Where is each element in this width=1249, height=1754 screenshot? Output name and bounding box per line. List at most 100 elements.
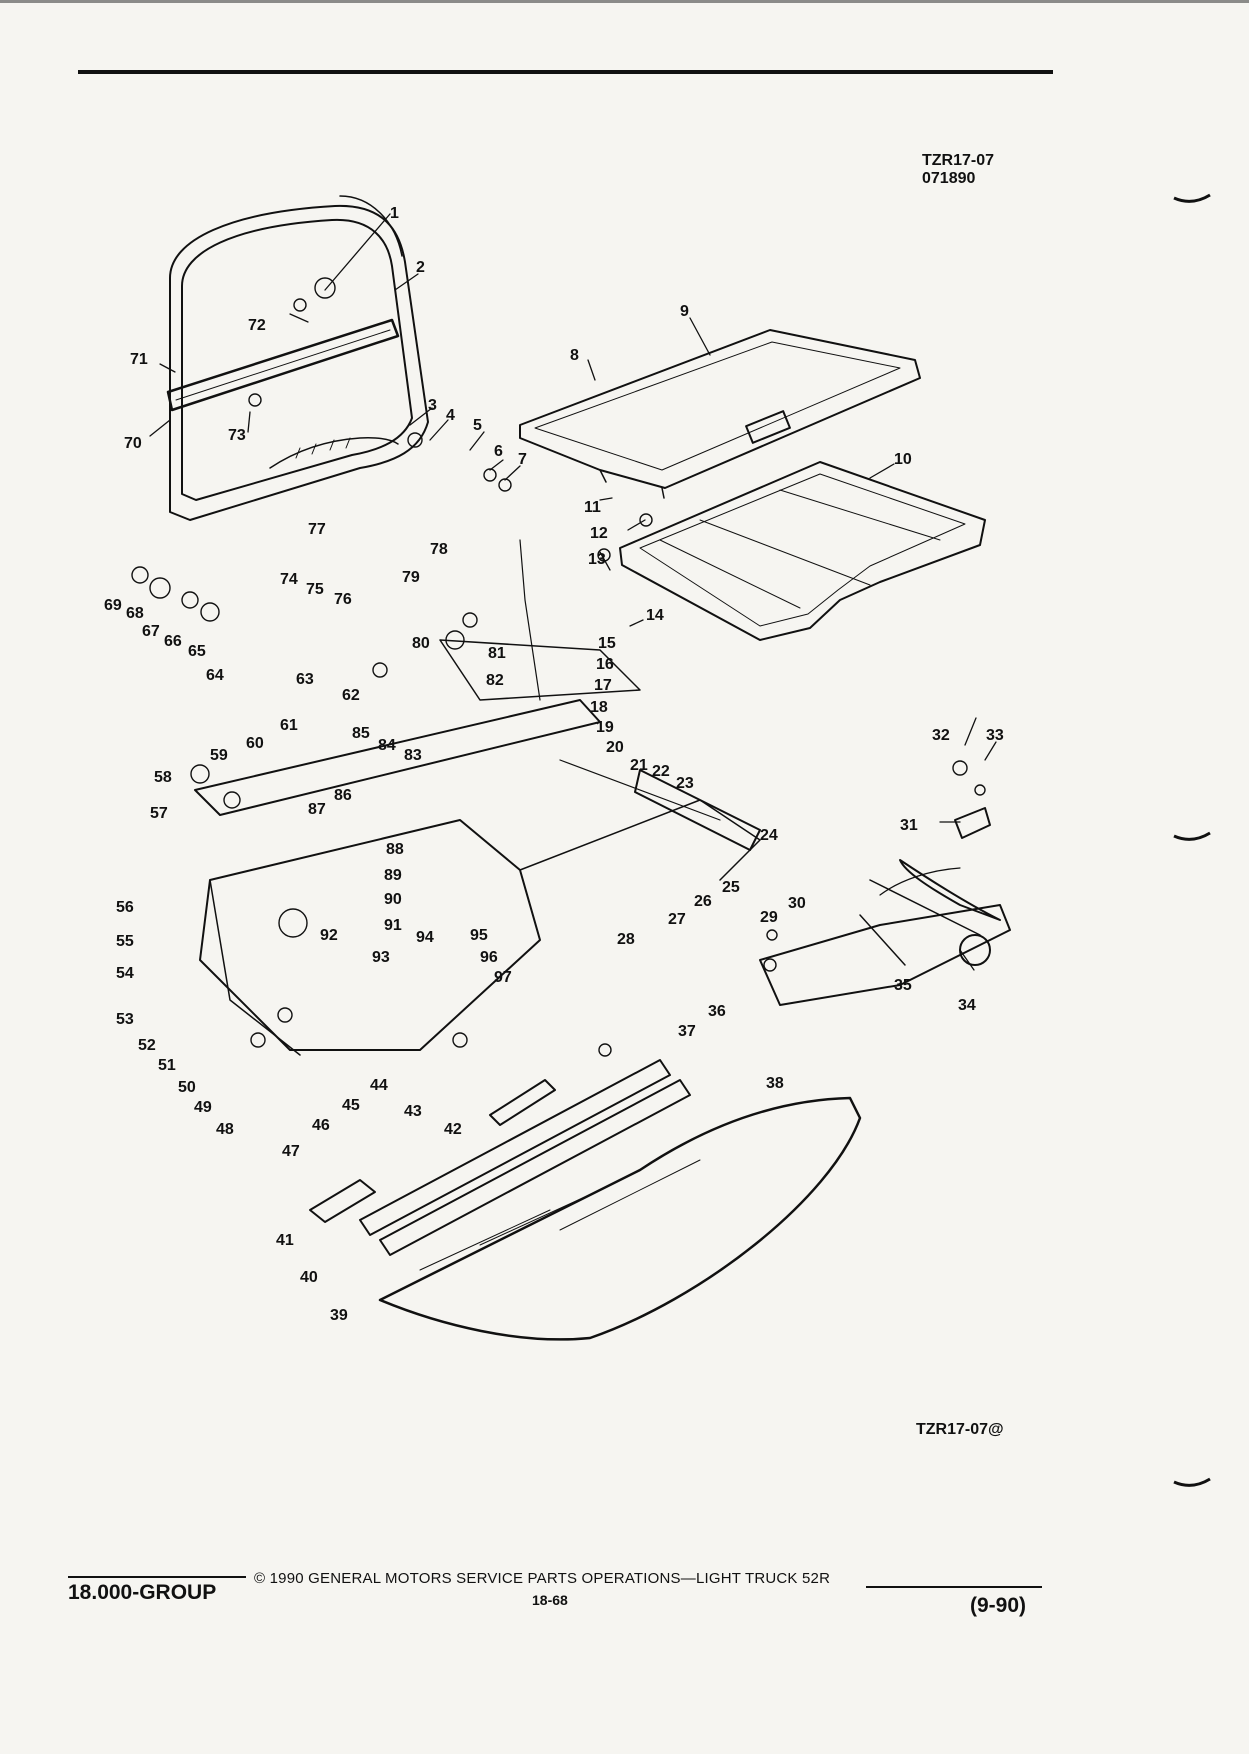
drawing-code: TZR17-07 bbox=[922, 152, 995, 169]
callout-33: 33 bbox=[986, 727, 1004, 744]
callout-3: 3 bbox=[428, 397, 437, 414]
callout-94: 94 bbox=[416, 929, 434, 946]
callout-86: 86 bbox=[334, 787, 352, 804]
callout-70: 70 bbox=[124, 435, 142, 452]
liftgate-glass-38 bbox=[378, 1096, 862, 1341]
figure-code: TZR17-07@ bbox=[916, 1421, 1004, 1438]
callout-8: 8 bbox=[570, 347, 579, 364]
callout-26: 26 bbox=[694, 893, 712, 910]
lower-mechanism bbox=[194, 539, 761, 1056]
callout-17: 17 bbox=[594, 677, 612, 694]
callout-97: 97 bbox=[494, 969, 512, 986]
callout-68: 68 bbox=[126, 605, 144, 622]
callout-74: 74 bbox=[280, 571, 298, 588]
callout-57: 57 bbox=[150, 805, 168, 822]
callout-6: 6 bbox=[494, 443, 503, 460]
group-label: 18.000-GROUP bbox=[68, 1581, 217, 1604]
callout-43: 43 bbox=[404, 1103, 422, 1120]
callout-83: 83 bbox=[404, 747, 422, 764]
callout-29: 29 bbox=[760, 909, 778, 926]
revision-date: (9-90) bbox=[970, 1594, 1027, 1617]
callout-71: 71 bbox=[130, 351, 148, 368]
callout-labels: 1 2 3 4 5 6 7 8 9 10 11 12 13 14 15 16 1… bbox=[104, 205, 1004, 1324]
glass-channel-40 bbox=[359, 1059, 691, 1256]
callout-28: 28 bbox=[617, 931, 635, 948]
callout-95: 95 bbox=[470, 927, 488, 944]
copyright-line: © 1990 GENERAL MOTORS SERVICE PARTS OPER… bbox=[254, 1570, 831, 1587]
binder-tick-mark bbox=[1173, 831, 1211, 841]
liftgate-door-frame bbox=[166, 195, 429, 521]
callout-32: 32 bbox=[932, 727, 950, 744]
callout-1: 1 bbox=[390, 205, 399, 222]
callout-16: 16 bbox=[596, 656, 614, 673]
scan-edge bbox=[0, 0, 1249, 3]
callout-87: 87 bbox=[308, 801, 326, 818]
callout-5: 5 bbox=[473, 417, 482, 434]
drawing-code-block: TZR17-07 071890 bbox=[922, 152, 994, 188]
callout-10: 10 bbox=[894, 451, 912, 468]
callout-15: 15 bbox=[598, 635, 616, 652]
callout-24: 24 bbox=[760, 827, 778, 844]
callout-11: 11 bbox=[584, 499, 601, 516]
callout-63: 63 bbox=[296, 671, 314, 688]
callout-78: 78 bbox=[430, 541, 448, 558]
callout-64: 64 bbox=[206, 667, 224, 684]
callout-19: 19 bbox=[596, 719, 614, 736]
callout-53: 53 bbox=[116, 1011, 134, 1028]
regulator-assembly bbox=[759, 807, 1011, 1006]
callout-13: 13 bbox=[588, 551, 606, 568]
callout-62: 62 bbox=[342, 687, 360, 704]
trim-panel-10 bbox=[619, 461, 986, 641]
callout-46: 46 bbox=[312, 1117, 330, 1134]
callout-12: 12 bbox=[590, 525, 608, 542]
callout-77: 77 bbox=[308, 521, 326, 538]
callout-21: 21 bbox=[630, 757, 648, 774]
callout-14: 14 bbox=[646, 607, 664, 624]
callout-91: 91 bbox=[384, 917, 402, 934]
callout-65: 65 bbox=[188, 643, 206, 660]
footer-rule-left bbox=[68, 1576, 246, 1578]
callout-61: 61 bbox=[280, 717, 298, 734]
page-number: 18-68 bbox=[532, 1592, 568, 1608]
callout-56: 56 bbox=[116, 899, 134, 916]
callout-84: 84 bbox=[378, 737, 396, 754]
callout-59: 59 bbox=[210, 747, 228, 764]
callout-69: 69 bbox=[104, 597, 122, 614]
callout-60: 60 bbox=[246, 735, 264, 752]
callout-75: 75 bbox=[306, 581, 324, 598]
callout-41: 41 bbox=[276, 1232, 294, 1249]
callout-40: 40 bbox=[300, 1269, 318, 1286]
sill-strip-41 bbox=[309, 1079, 556, 1223]
footer-rule-right bbox=[866, 1586, 1042, 1588]
callout-96: 96 bbox=[480, 949, 498, 966]
callout-44: 44 bbox=[370, 1077, 388, 1094]
callout-18: 18 bbox=[590, 699, 608, 716]
callout-27: 27 bbox=[668, 911, 686, 928]
callout-50: 50 bbox=[178, 1079, 196, 1096]
callout-45: 45 bbox=[342, 1097, 360, 1114]
callout-47: 47 bbox=[282, 1143, 300, 1160]
callout-85: 85 bbox=[352, 725, 370, 742]
header-rule bbox=[78, 70, 1053, 74]
callout-42: 42 bbox=[444, 1121, 462, 1138]
callout-67: 67 bbox=[142, 623, 160, 640]
callout-25: 25 bbox=[722, 879, 740, 896]
binder-tick-mark bbox=[1173, 193, 1211, 203]
callout-79: 79 bbox=[402, 569, 420, 586]
binder-tick-mark bbox=[1173, 1477, 1211, 1487]
callout-35: 35 bbox=[894, 977, 912, 994]
callout-72: 72 bbox=[248, 317, 266, 334]
callout-90: 90 bbox=[384, 891, 402, 908]
callout-89: 89 bbox=[384, 867, 402, 884]
callout-20: 20 bbox=[606, 739, 624, 756]
trim-panel-9 bbox=[519, 329, 921, 499]
callout-92: 92 bbox=[320, 927, 338, 944]
callout-48: 48 bbox=[216, 1121, 234, 1138]
callout-34: 34 bbox=[958, 997, 976, 1014]
callout-80: 80 bbox=[412, 635, 430, 652]
callout-38: 38 bbox=[766, 1075, 784, 1092]
callout-88: 88 bbox=[386, 841, 404, 858]
callout-52: 52 bbox=[138, 1037, 156, 1054]
callout-73: 73 bbox=[228, 427, 246, 444]
